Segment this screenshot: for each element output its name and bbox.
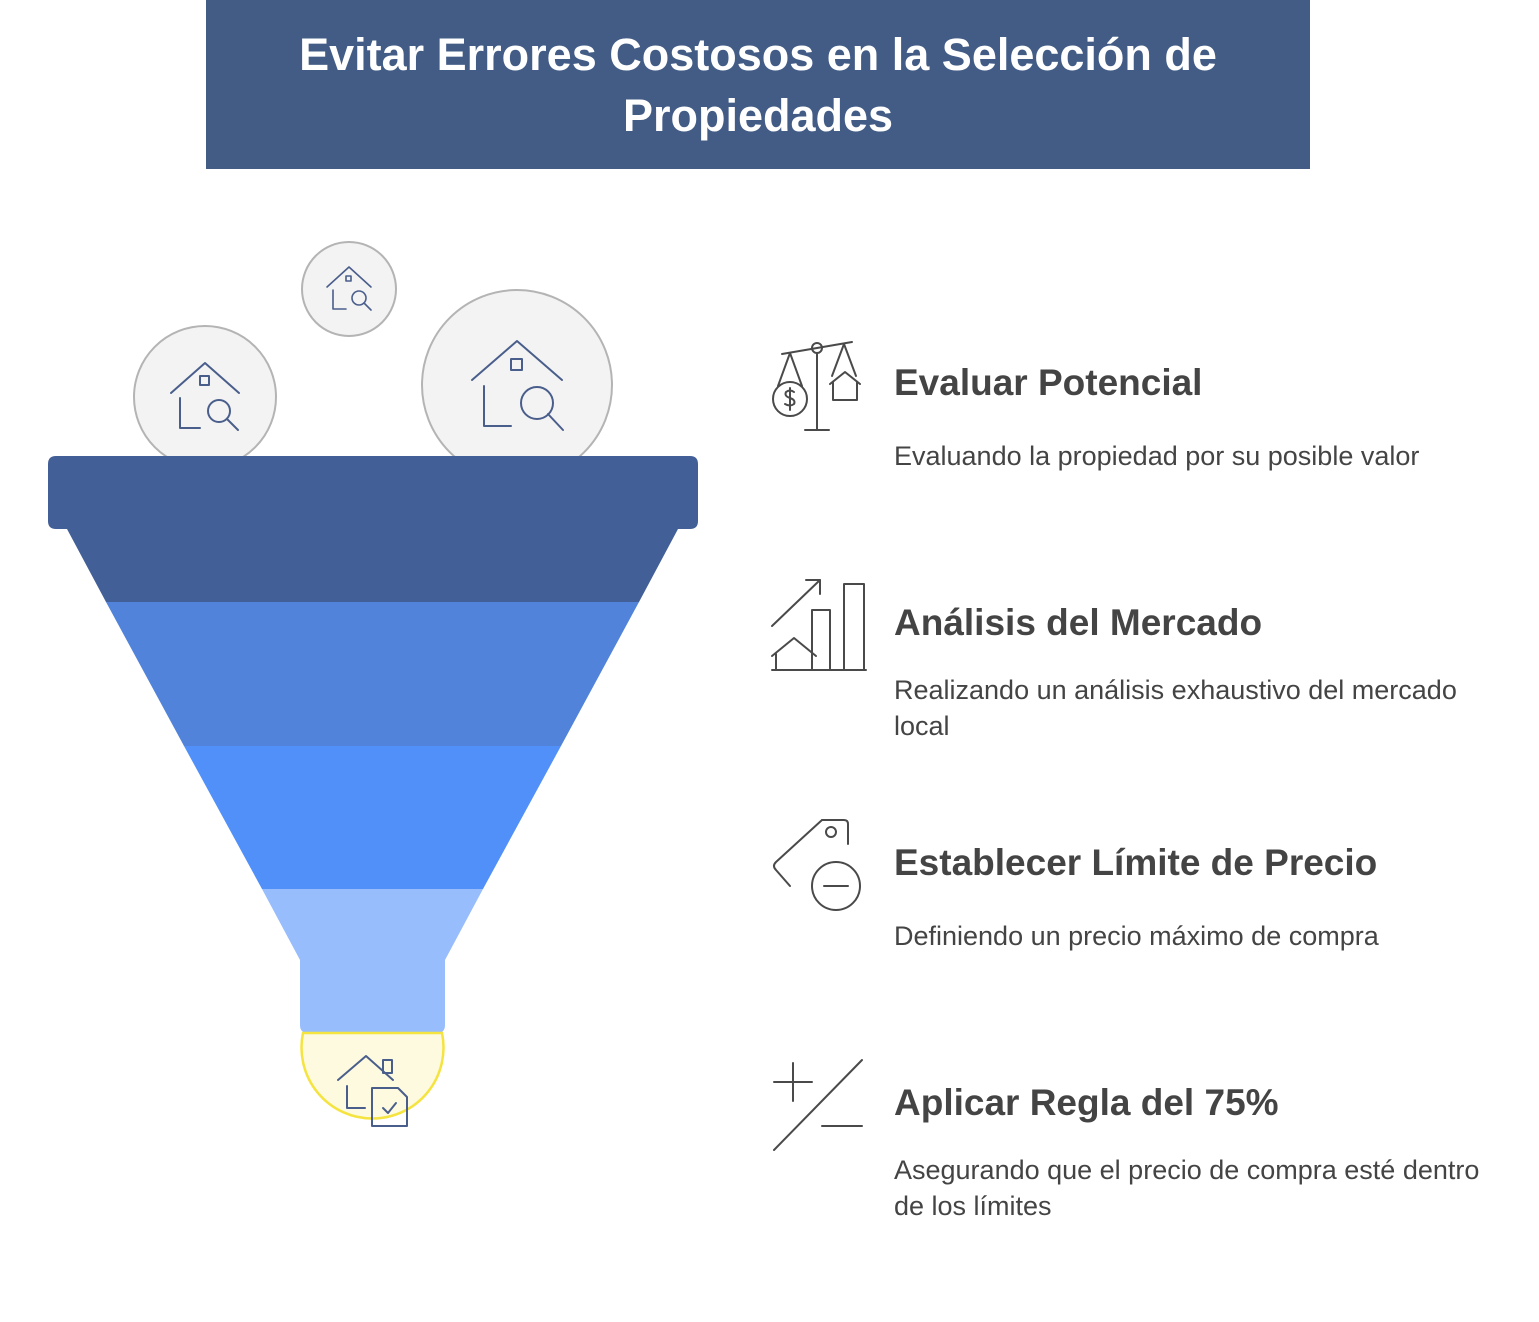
input-bubble-small bbox=[301, 241, 397, 337]
house-search-icon bbox=[170, 362, 240, 431]
funnel-body bbox=[48, 456, 698, 1033]
step-title: Establecer Límite de Precio bbox=[894, 842, 1378, 883]
step-description: Definiendo un precio máximo de compra bbox=[894, 921, 1379, 951]
scale-dollar-house-icon bbox=[772, 341, 861, 431]
funnel-layer-3 bbox=[184, 746, 561, 889]
funnel-layer-4 bbox=[262, 889, 483, 1033]
step-description: Evaluando la propiedad por su posible va… bbox=[894, 441, 1420, 471]
step-description: Realizando un análisis exhaustivo del me… bbox=[894, 675, 1457, 741]
title-banner: Evitar Errores Costosos en la Selección … bbox=[206, 0, 1310, 169]
funnel-diagram bbox=[48, 241, 698, 1127]
house-document-check-icon bbox=[337, 1055, 408, 1127]
market-growth-chart-icon bbox=[771, 579, 867, 671]
funnel-layer-2 bbox=[106, 602, 639, 746]
step-title: Aplicar Regla del 75% bbox=[894, 1082, 1279, 1123]
step-title: Análisis del Mercado bbox=[894, 602, 1263, 643]
house-search-icon bbox=[471, 340, 564, 431]
output-bubble bbox=[300, 1031, 445, 1127]
house-search-icon bbox=[326, 266, 372, 311]
input-bubble-left bbox=[133, 325, 277, 469]
plus-minus-icon bbox=[773, 1059, 863, 1151]
input-bubble-right bbox=[421, 289, 613, 481]
step-title: Evaluar Potencial bbox=[894, 362, 1203, 403]
funnel-layer-1 bbox=[48, 456, 698, 602]
step-description: Asegurando que el precio de compra esté … bbox=[894, 1155, 1480, 1221]
price-tag-minus-icon bbox=[773, 819, 861, 911]
page-title: Evitar Errores Costosos en la Selección … bbox=[299, 28, 1217, 141]
